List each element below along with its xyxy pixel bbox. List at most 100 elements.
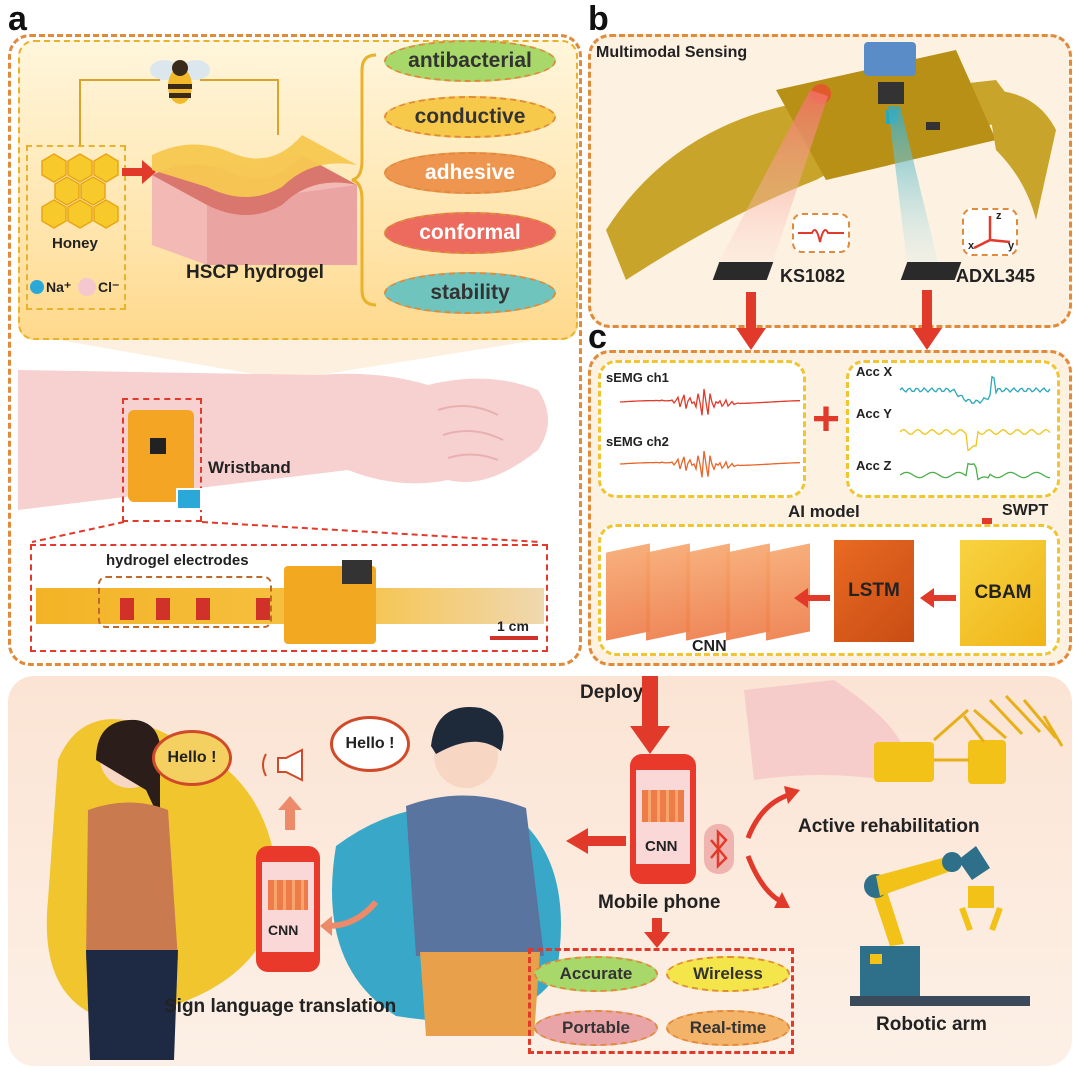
arrow-curve-icon [320, 900, 379, 936]
acc-sensor-label: ADXL345 [956, 266, 1036, 286]
arrow-up-icon [278, 796, 302, 830]
electrode-pad-2 [156, 598, 170, 620]
cnn-label: CNN [692, 638, 727, 655]
speech-bubble-woman: Hello ! [152, 730, 232, 786]
semg-ch1-waveform [619, 388, 800, 416]
acc-z-label: Acc Z [856, 458, 892, 473]
honey-box [26, 145, 126, 310]
cnn-layer-2 [646, 543, 690, 641]
acc-y-label: Acc Y [856, 406, 892, 421]
woman-illustration [46, 719, 278, 1060]
electrodes-label: hydrogel electrodes [106, 552, 249, 569]
axis-z-label: z [996, 210, 1002, 222]
honey-label: Honey [52, 235, 98, 252]
feature-label-portable: Portable [561, 1018, 631, 1037]
property-pill-conductive: conductive [384, 96, 556, 138]
speech-bubble-man: Hello ! [330, 716, 410, 772]
acc-x-waveform [899, 375, 1051, 405]
scale-bar-label: 1 cm [497, 618, 529, 634]
wristband-label: Wristband [208, 458, 291, 477]
cbam-label: CBAM [974, 582, 1032, 603]
electrode-photo-frame [30, 544, 548, 652]
emg-wave-icon [798, 229, 844, 243]
emg-sensor-label: KS1082 [780, 266, 846, 286]
property-pill-conformal: conformal [384, 212, 556, 254]
feature-realtime: Real-time [666, 1010, 790, 1046]
property-label-conductive: conductive [414, 105, 526, 128]
arrow-down-features-icon [644, 918, 670, 948]
feature-label-wireless: Wireless [693, 964, 763, 983]
exoskeleton-hand-illustration [744, 680, 1064, 784]
property-label-conformal: conformal [419, 221, 521, 244]
lstm-label: LSTM [848, 580, 900, 601]
arrow-left-cbam-icon [920, 588, 956, 608]
wristband-chip [150, 438, 166, 454]
deploy-label: Deploy [580, 682, 644, 703]
semg-ch1-label: sEMG ch1 [606, 370, 669, 385]
electrode-pad-1 [120, 598, 134, 620]
plus-sign: + [812, 393, 841, 446]
multimodal-title: Multimodal Sensing [596, 44, 748, 61]
small-phone-cnn-icon [268, 880, 308, 910]
feature-wireless: Wireless [666, 956, 790, 992]
mobile-phone-label: Mobile phone [598, 892, 721, 913]
main-phone-cnn-label: CNN [645, 838, 678, 855]
electrode-pad-4 [256, 598, 270, 620]
wristband-device [128, 410, 194, 502]
chloride-ion-label: Cl⁻ [98, 279, 120, 295]
feature-label-accurate: Accurate [559, 964, 633, 983]
arrow-right-icon [122, 160, 156, 184]
active-rehab-label: Active rehabilitation [798, 816, 980, 837]
panel-label-b: b [588, 0, 609, 38]
property-label-antibacterial: antibacterial [408, 49, 532, 72]
features-box [528, 948, 794, 1054]
bee-icon [150, 60, 210, 104]
feature-accurate: Accurate [534, 956, 658, 992]
hello-woman-text: Hello ! [167, 749, 217, 766]
swpt-label: SWPT [1002, 502, 1049, 519]
speaker-icon [262, 748, 303, 782]
property-pill-adhesive: adhesive [384, 152, 556, 194]
honey-inner-frame [18, 40, 578, 340]
scale-bar [490, 636, 538, 640]
forearm-illustration [18, 340, 548, 510]
cnn-layer-1 [606, 543, 650, 641]
cbam-block: CBAM [960, 540, 1046, 646]
ai-model-label: AI model [788, 502, 860, 521]
property-pill-antibacterial: antibacterial [384, 40, 556, 82]
hydrogel-skin-illustration [152, 135, 357, 265]
chloride-ion-dot [78, 278, 96, 296]
sensor-beams [720, 90, 940, 272]
semg-ch2-label: sEMG ch2 [606, 434, 669, 449]
acc-y-waveform [899, 428, 1051, 452]
arrow-down-acc-icon [912, 290, 942, 350]
acc-z-waveform [899, 462, 1051, 481]
small-phone-cnn-label: CNN [268, 922, 299, 938]
emg-sensor-chip [712, 262, 774, 280]
axis-x-label: x [968, 240, 975, 252]
zoom-connector [31, 521, 541, 543]
bee-connector-lines [79, 79, 279, 145]
cnn-layer-3 [686, 543, 730, 641]
property-label-adhesive: adhesive [425, 161, 515, 184]
wristband-battery [176, 488, 202, 510]
robotic-arm-illustration [850, 846, 1030, 1006]
honeycomb-icon [41, 153, 119, 229]
axis-y-label: y [1008, 240, 1015, 252]
bluetooth-icon [710, 828, 728, 870]
sign-language-label: Sign language translation [164, 996, 397, 1017]
arrow-left-phone-icon [566, 828, 626, 854]
arrow-left-lstm-icon [794, 588, 830, 608]
feature-label-realtime: Real-time [689, 1018, 767, 1037]
electrodes-highlight [98, 576, 272, 628]
xyz-axes-icon [973, 216, 1011, 250]
wristband-highlight-box [122, 398, 202, 522]
main-phone-cnn-icon [642, 790, 684, 822]
panel-label-a: a [8, 0, 27, 38]
sodium-ion-label: Na⁺ [46, 279, 72, 295]
pcb-module [342, 560, 372, 584]
sodium-ion-dot [30, 280, 44, 294]
lstm-block: LSTM [834, 540, 914, 642]
man-illustration [332, 707, 561, 1036]
property-pill-stability: stability [384, 272, 556, 314]
